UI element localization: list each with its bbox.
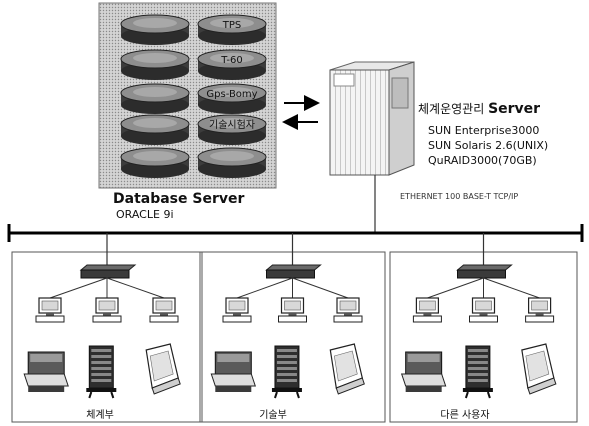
group-label-1: 체계부 [86,410,114,421]
disk-right-1: TPS [197,14,267,45]
department-group-1 [11,233,203,423]
disk-left-2 [120,49,190,80]
workstation-icon-3 [525,297,555,323]
disk-right-1-label: TPS [222,20,242,31]
workstation-icon-1 [35,297,65,323]
disk-right-4-label: 기술시험자 [209,119,255,131]
pc-link [292,277,349,299]
main-server-spec-3: QuRAID3000(70GB) [428,154,537,167]
plotter-icon [86,345,117,399]
workstation-icon-2 [278,297,307,323]
pc-link [49,277,108,299]
disk-right-3: Gps-Bomy [197,83,267,114]
main-server-title-suffix: Server [488,101,541,117]
department-group-2 [199,233,386,423]
database-server-subtitle: ORACLE 9i [116,208,174,221]
department-group-3 [389,233,578,423]
group-label-2: 기술부 [259,410,287,421]
printer-icon [400,351,447,392]
disk-right-4: 기술시험자 [197,114,267,145]
main-server-spec-1: SUN Enterprise3000 [428,124,540,137]
workstation-icon-2 [92,297,122,323]
group-label-3: 다른 사용자 [440,410,490,421]
main-server-title: 체계운영관리 Server [418,102,540,116]
scanner-icon [521,343,557,395]
pc-link [483,277,540,299]
main-server-title-prefix: 체계운영관리 [418,102,485,116]
pc-link [236,277,293,299]
department-groups [11,233,578,423]
workstation-icon-1 [222,297,252,323]
disk-right-2: T-60 [197,49,267,80]
disk-right-5 [197,147,267,178]
disk-left-4 [120,114,190,145]
disk-left-1 [120,14,190,45]
network-bus [7,224,584,242]
pc-link [427,277,484,299]
pc-link [106,277,165,299]
disk-right-2-label: T-60 [220,55,243,66]
plotter-icon [462,345,493,399]
hub-icon [79,264,137,279]
plotter-icon [271,345,302,399]
data-flow-arrows [282,95,320,130]
workstation-icon-2 [469,297,498,323]
network-label: ETHERNET 100 BASE-T TCP/IP [400,192,519,201]
workstation-icon-3 [149,297,179,323]
disk-left-3 [120,83,190,114]
main-server-icon [329,61,415,176]
hub-icon [265,264,322,279]
disk-right-3-label: Gps-Bomy [206,89,257,100]
workstation-icon-1 [412,297,442,323]
workstation-icon-3 [333,297,363,323]
database-server-title: Database Server [113,191,245,207]
scanner-icon [329,343,365,395]
disk-left-5 [120,147,190,178]
printer-icon [210,351,256,392]
printer-icon [23,351,69,392]
main-server-spec-2: SUN Solaris 2.6(UNIX) [428,139,549,152]
hub-icon [456,264,513,279]
scanner-icon [145,343,181,395]
